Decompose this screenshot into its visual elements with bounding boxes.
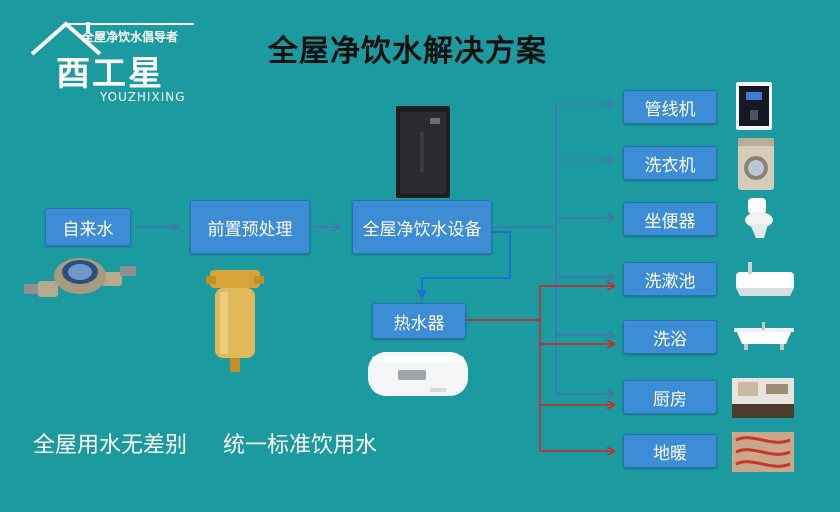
- water-purifier-cabinet-icon: [396, 106, 450, 198]
- output-wash-basin: 洗漱池: [623, 262, 717, 296]
- node-water-heater: 热水器: [372, 303, 466, 339]
- prefilter-icon: [206, 270, 264, 372]
- washing-machine-icon: [738, 138, 774, 190]
- slogan: 全屋用水无差别 统一标准饮用水: [33, 427, 377, 459]
- node-prefilter: 前置预处理: [190, 200, 310, 254]
- node-tap-water: 自来水: [45, 208, 131, 246]
- slogan-left: 全屋用水无差别: [33, 433, 188, 458]
- floor-heating-icon: [732, 432, 794, 472]
- arrow-main-to-heater: [417, 231, 511, 300]
- output-pipeline-dispenser: 管线机: [623, 90, 717, 124]
- output-kitchen: 厨房: [623, 380, 717, 414]
- node-main-unit: 全屋净饮水设备: [352, 200, 492, 254]
- logo-wordmark: 酉工星: [56, 54, 164, 94]
- logo-tagline: 全屋净饮水倡导者: [82, 30, 179, 44]
- output-washing-machine: 洗衣机: [623, 146, 717, 180]
- slogan-right: 统一标准饮用水: [223, 433, 378, 458]
- output-bath: 洗浴: [623, 320, 717, 354]
- pipeline-dispenser-icon: [736, 82, 772, 130]
- page-title: 全屋净饮水解决方案: [268, 34, 547, 69]
- output-toilet: 坐便器: [623, 202, 717, 236]
- kitchen-icon: [732, 378, 794, 418]
- water-meter-icon: [24, 258, 136, 297]
- logo-pinyin: YOUZHIXING: [100, 90, 186, 104]
- toilet-icon: [745, 198, 773, 238]
- electric-water-heater-icon: [368, 352, 468, 396]
- wash-basin-icon: [736, 262, 794, 296]
- brand-logo: 全屋净饮水倡导者 酉工星 YOUZHIXING: [26, 16, 204, 108]
- house-roof-icon: [30, 21, 194, 56]
- output-floor-heating: 地暖: [623, 434, 717, 468]
- bathtub-icon: [734, 322, 794, 350]
